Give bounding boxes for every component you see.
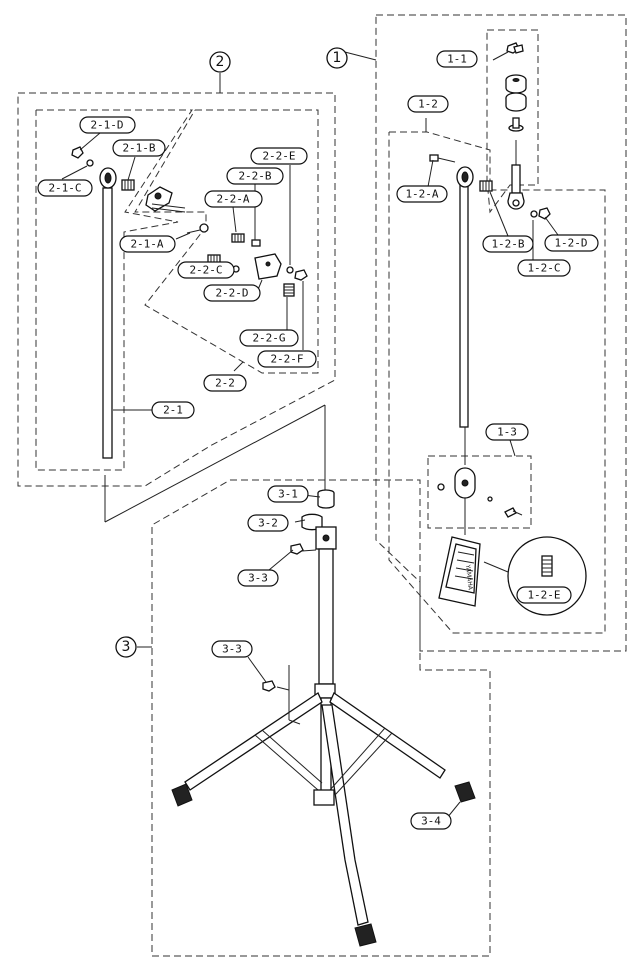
part-1-1-assembly xyxy=(505,42,527,210)
svg-text:1-3: 1-3 xyxy=(497,426,517,439)
label-2-1-c: 2-1-C xyxy=(37,179,93,197)
svg-text:3-3: 3-3 xyxy=(222,643,242,656)
svg-text:3-4: 3-4 xyxy=(421,815,441,828)
svg-text:1-2-E: 1-2-E xyxy=(527,589,560,602)
label-1-2-b: 1-2-B xyxy=(482,235,534,253)
group-1-number: 1 xyxy=(326,47,348,69)
part-1-2-b-spring xyxy=(479,180,493,192)
part-2-2-g-spring xyxy=(283,283,295,297)
group-1-2-outline xyxy=(388,131,606,634)
label-2-2-b: 2-2-B xyxy=(226,167,284,185)
svg-text:1-2-D: 1-2-D xyxy=(554,237,587,250)
group-1-3-outline xyxy=(427,455,532,529)
part-2-1-beater-bracket xyxy=(145,186,186,213)
label-3-4: 3-4 xyxy=(410,812,452,830)
svg-text:2-1-C: 2-1-C xyxy=(48,182,81,195)
group-2-outline xyxy=(17,92,336,487)
part-2-1-b-spring xyxy=(121,179,135,191)
svg-text:1-2-A: 1-2-A xyxy=(405,188,438,201)
svg-text:2-2-G: 2-2-G xyxy=(252,332,285,345)
label-2-2-d: 2-2-D xyxy=(203,284,261,302)
label-3-3-top: 3-3 xyxy=(237,569,279,587)
label-1-2-e: 1-2-E xyxy=(516,586,572,604)
label-2-2-g: 2-2-G xyxy=(239,329,299,347)
label-3-2: 3-2 xyxy=(247,514,289,532)
part-2-1-beater-rod xyxy=(99,167,152,459)
group-3-number: 3 xyxy=(115,636,137,658)
part-2-2-e-washer xyxy=(286,266,294,274)
svg-text:2-2: 2-2 xyxy=(215,377,235,390)
svg-text:2: 2 xyxy=(216,54,225,70)
label-2-1-b: 2-1-B xyxy=(112,139,166,157)
part-2-2-a-spring xyxy=(231,233,245,243)
label-2-2: 2-2 xyxy=(203,374,247,392)
group-2-number: 2 xyxy=(209,51,231,73)
svg-text:2-2-B: 2-2-B xyxy=(238,170,271,183)
pedal-footboard: YAMAHA xyxy=(438,536,509,607)
part-2-1-c-nut xyxy=(86,159,94,167)
svg-text:1-1: 1-1 xyxy=(447,53,467,66)
svg-text:1-2-C: 1-2-C xyxy=(527,262,560,275)
group-1-1-outline xyxy=(486,29,539,214)
part-1-2-beater-rod xyxy=(456,166,474,465)
label-2-1-a: 2-1-A xyxy=(119,235,176,253)
svg-text:1-2-B: 1-2-B xyxy=(491,238,524,251)
label-2-2-c: 2-2-C xyxy=(177,261,235,279)
group-2-1-outline xyxy=(35,109,193,471)
svg-text:2-2-A: 2-2-A xyxy=(216,193,249,206)
group-1-outline xyxy=(375,14,627,652)
svg-text:2-1-B: 2-1-B xyxy=(122,142,155,155)
label-1-2-d: 1-2-D xyxy=(544,234,599,252)
part-1-2-c-nut xyxy=(530,210,538,218)
svg-text:2-1-A: 2-1-A xyxy=(130,238,163,251)
svg-text:2-2-D: 2-2-D xyxy=(215,287,248,300)
svg-text:2-2-F: 2-2-F xyxy=(270,353,303,366)
part-2-2-f-wingbolt xyxy=(294,269,308,281)
label-1-2-a: 1-2-A xyxy=(396,185,448,203)
label-2-2-e: 2-2-E xyxy=(250,147,308,165)
part-2-2-b-pin xyxy=(251,239,261,247)
svg-text:3-3: 3-3 xyxy=(248,572,268,585)
part-1-2-d-wingbolt xyxy=(538,207,551,220)
label-1-1: 1-1 xyxy=(436,50,478,68)
label-1-2-c: 1-2-C xyxy=(517,259,571,277)
svg-text:1-2: 1-2 xyxy=(418,98,438,111)
label-2-1-d: 2-1-D xyxy=(79,116,136,134)
svg-text:2-2-E: 2-2-E xyxy=(262,150,295,163)
label-1-2: 1-2 xyxy=(407,95,449,113)
part-3-stand xyxy=(171,489,476,947)
part-2-1-a-bolt xyxy=(186,223,209,234)
svg-text:2-1-D: 2-1-D xyxy=(90,119,123,132)
group-3-outline xyxy=(151,479,491,957)
svg-text:1: 1 xyxy=(333,50,342,66)
svg-text:3-1: 3-1 xyxy=(278,488,298,501)
svg-text:2-2-C: 2-2-C xyxy=(189,264,222,277)
label-2-2-f: 2-2-F xyxy=(257,350,317,368)
svg-text:2-1: 2-1 xyxy=(163,404,183,417)
svg-text:3-2: 3-2 xyxy=(258,517,278,530)
group-2-2-outline xyxy=(134,109,319,374)
part-1-3-clamp xyxy=(437,467,523,535)
label-2-1: 2-1 xyxy=(151,401,195,419)
part-1-2-a-bolt xyxy=(429,154,456,163)
label-2-2-a: 2-2-A xyxy=(204,190,263,208)
label-3-3-bottom: 3-3 xyxy=(211,640,253,658)
pedal-brand-text: YAMAHA xyxy=(464,563,474,591)
svg-text:3: 3 xyxy=(122,639,131,655)
label-1-3: 1-3 xyxy=(485,423,529,441)
label-3-1: 3-1 xyxy=(267,485,309,503)
